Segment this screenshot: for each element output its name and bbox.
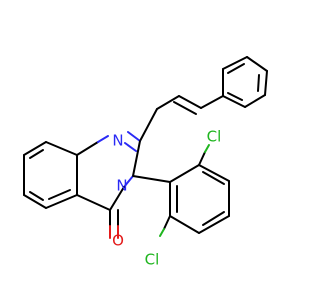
bond bbox=[198, 151, 206, 166]
bond bbox=[163, 215, 171, 230]
vinyl-linkage bbox=[139, 95, 224, 142]
bond bbox=[244, 94, 266, 108]
bond bbox=[227, 63, 245, 74]
bond bbox=[202, 211, 225, 226]
bond bbox=[169, 164, 200, 183]
atom-label-chlorine-top: Cl bbox=[207, 128, 222, 146]
bond bbox=[76, 194, 111, 211]
atom-label-chlorine-bottom: Cl bbox=[145, 251, 160, 269]
bond bbox=[264, 70, 268, 96]
quinazolinone-core bbox=[23, 131, 141, 239]
bond bbox=[48, 189, 71, 200]
bond bbox=[257, 74, 260, 92]
bond bbox=[132, 140, 141, 177]
bond bbox=[132, 175, 171, 183]
bond bbox=[124, 142, 137, 152]
molecule-diagram: N N O Cl Cl bbox=[23, 56, 268, 269]
atom-label-oxygen: O bbox=[112, 232, 124, 250]
bond bbox=[159, 228, 165, 237]
bond bbox=[29, 191, 44, 201]
dichlorophenyl-ring bbox=[132, 144, 230, 237]
bond bbox=[204, 144, 210, 153]
bond bbox=[173, 101, 197, 115]
bond bbox=[198, 215, 230, 234]
bond bbox=[23, 141, 47, 156]
bond bbox=[109, 186, 125, 211]
bond bbox=[156, 95, 180, 110]
bond bbox=[222, 56, 248, 70]
bond bbox=[45, 141, 78, 156]
bond bbox=[178, 95, 202, 109]
bond bbox=[198, 164, 230, 182]
bond bbox=[29, 149, 44, 159]
bond bbox=[45, 194, 78, 209]
bond bbox=[246, 56, 268, 72]
bond bbox=[200, 95, 224, 109]
bond bbox=[23, 194, 47, 209]
atom-label-n1: N bbox=[112, 132, 123, 150]
phenyl-ring-top bbox=[222, 56, 268, 108]
bond bbox=[97, 135, 109, 143]
bond bbox=[123, 175, 134, 188]
bond bbox=[169, 215, 200, 234]
bond bbox=[202, 171, 225, 185]
bond bbox=[222, 95, 246, 108]
bond bbox=[139, 108, 158, 142]
bond bbox=[76, 141, 99, 156]
bond bbox=[227, 92, 243, 101]
atom-label-n3: N bbox=[116, 177, 127, 195]
bond bbox=[127, 131, 141, 142]
